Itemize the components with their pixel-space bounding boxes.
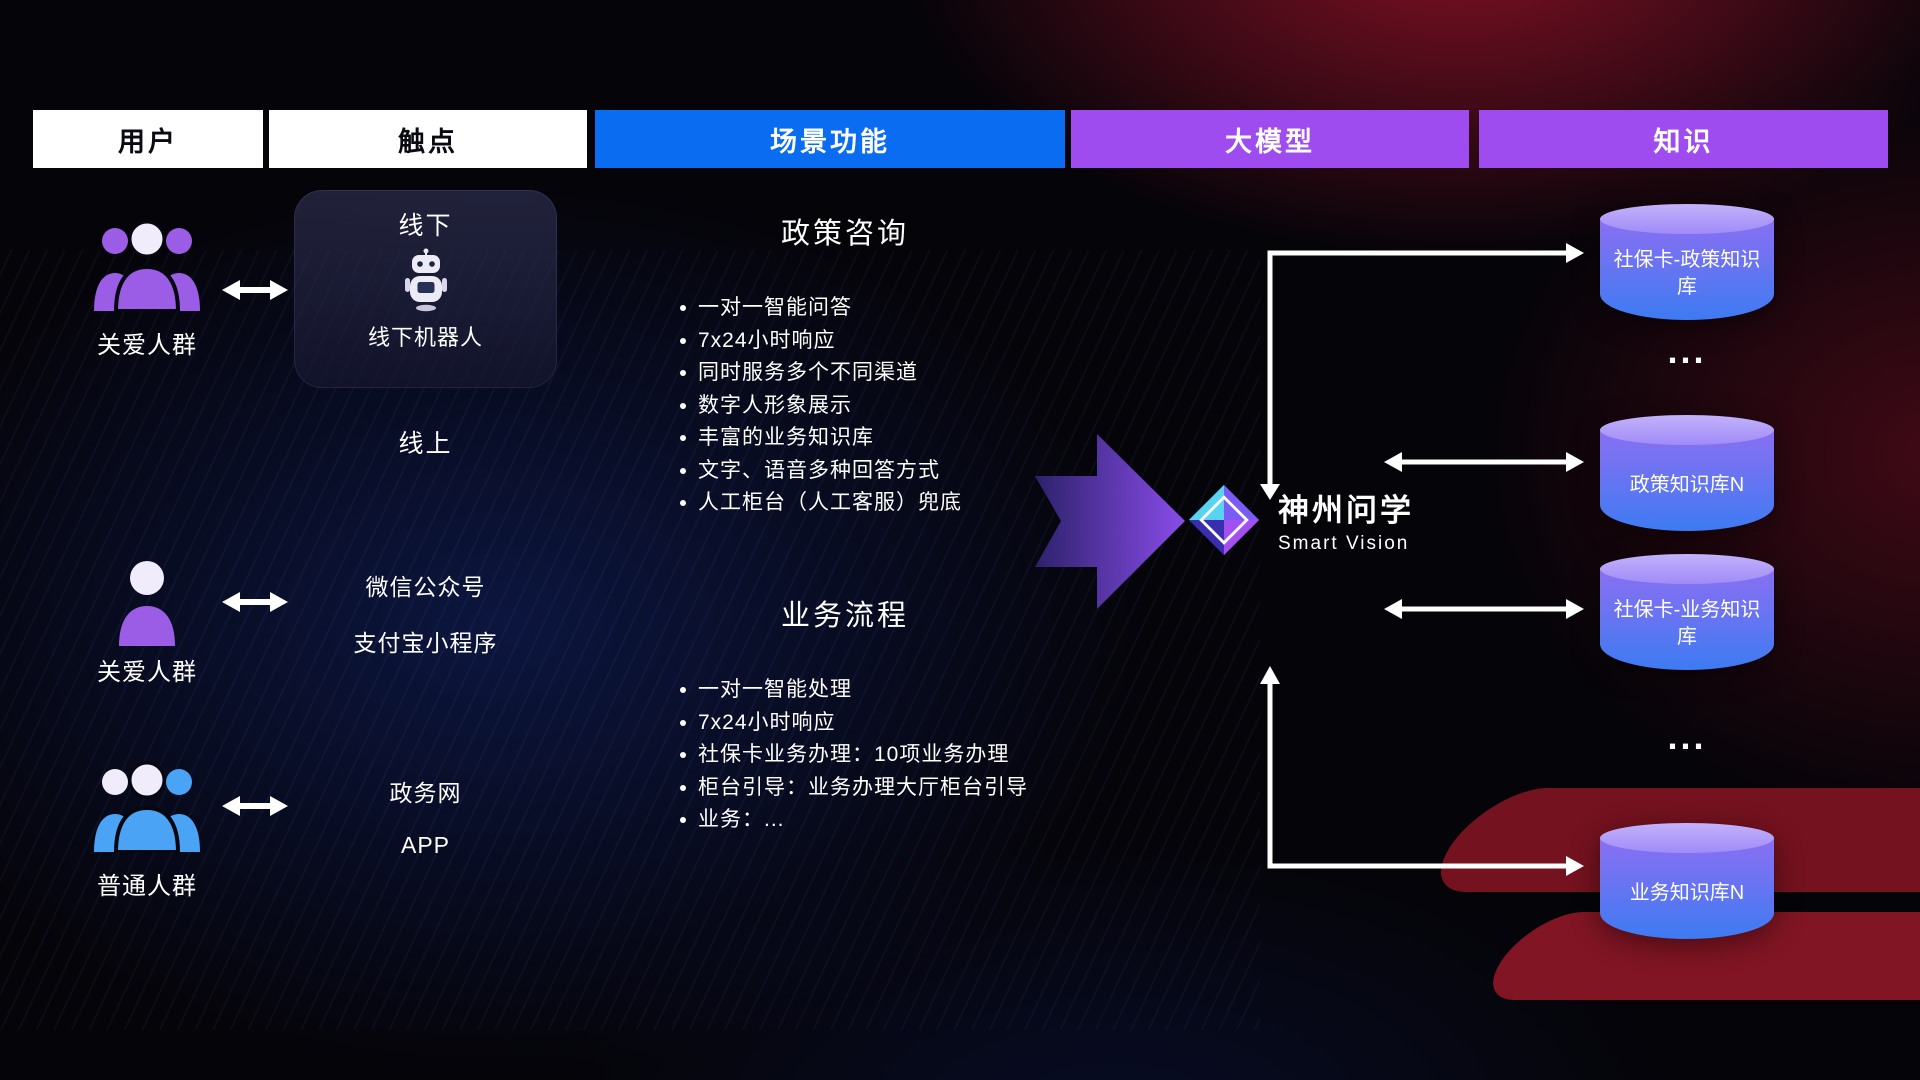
scene-bullet-item: 社保卡业务办理：10项业务办理 bbox=[678, 739, 1060, 772]
header-knowledge: 知识 bbox=[1479, 110, 1888, 168]
scene-bullet-item: 文字、语音多种回答方式 bbox=[678, 455, 1060, 488]
cylinder-top bbox=[1600, 204, 1774, 234]
header-touchpoints: 触点 bbox=[269, 110, 587, 168]
channel-app: APP bbox=[400, 832, 451, 858]
header-users: 用户 bbox=[33, 110, 263, 168]
scene-bullet-item: 丰富的业务知识库 bbox=[678, 422, 1060, 455]
scene-bullet-item: 一对一智能处理 bbox=[678, 674, 1060, 707]
knowledge-db-label: 社保卡-政策知识库 bbox=[1613, 249, 1761, 298]
user-block-care-person: 关爱人群 bbox=[72, 556, 222, 687]
user-block-general-group: 普通人群 bbox=[72, 752, 222, 901]
knowledge-db-label: 业务知识库N bbox=[1629, 881, 1745, 904]
offline-title: 线下 bbox=[398, 212, 453, 240]
scene-bullet-item: 7x24小时响应 bbox=[678, 707, 1060, 740]
scene-bullet-item: 同时服务多个不同渠道 bbox=[678, 357, 1060, 390]
user-label: 关爱人群 bbox=[97, 332, 197, 359]
people-group-icon bbox=[94, 220, 200, 311]
channel-wechat: 微信公众号 bbox=[365, 574, 486, 600]
diagonal-lines-texture bbox=[0, 250, 1260, 1030]
knowledge-db-label: 政策知识库N bbox=[1629, 473, 1745, 496]
channel-gov-web: 政务网 bbox=[389, 780, 462, 806]
scene-bullet-list: 一对一智能问答 7x24小时响应 同时服务多个不同渠道 数字人形象展示 丰富的业… bbox=[678, 292, 1060, 520]
knowledge-db-business-n: 业务知识库N bbox=[1600, 823, 1774, 939]
user-block-care-group: 关爱人群 bbox=[72, 211, 222, 360]
diamond-logo-icon bbox=[1188, 484, 1260, 556]
model-logo-block: 神州问学 Smart Vision bbox=[1186, 482, 1414, 558]
offline-touchpoint-panel: 线下 线下机器人 bbox=[294, 190, 557, 388]
knowledge-db-business-social-card: 社保卡-业务知识库 bbox=[1600, 554, 1774, 670]
people-group-icon bbox=[94, 761, 200, 852]
cylinder-body bbox=[1600, 429, 1774, 531]
scene-bullet-item: 一对一智能问答 bbox=[678, 292, 1060, 325]
flow-arrow-icon bbox=[1035, 434, 1185, 609]
header-scene-functions: 场景功能 bbox=[595, 110, 1065, 168]
model-name: 神州问学 bbox=[1278, 493, 1414, 528]
knowledge-db-label: 社保卡-业务知识库 bbox=[1613, 599, 1761, 648]
scene-policy-consulting: 政策咨询 一对一智能问答 7x24小时响应 同时服务多个不同渠道 数字人形象展示… bbox=[630, 210, 1060, 520]
cylinder-body bbox=[1600, 837, 1774, 939]
cylinder-body bbox=[1600, 218, 1774, 320]
scene-bullet-item: 人工柜台（人工客服）兜底 bbox=[678, 487, 1060, 520]
scene-bullet-item: 柜台引导：业务办理大厅柜台引导 bbox=[678, 772, 1060, 805]
cylinder-top bbox=[1600, 554, 1774, 584]
knowledge-db-policy-social-card: 社保卡-政策知识库 bbox=[1600, 204, 1774, 320]
user-label: 普通人群 bbox=[97, 873, 197, 900]
online-title: 线上 bbox=[398, 430, 453, 458]
knowledge-ellipsis: ... bbox=[1667, 716, 1707, 757]
scene-bullet-item: 7x24小时响应 bbox=[678, 325, 1060, 358]
model-subtitle: Smart Vision bbox=[1278, 533, 1410, 554]
scene-bullet-item: 数字人形象展示 bbox=[678, 390, 1060, 423]
scene-title: 政策咨询 bbox=[780, 218, 909, 250]
robot-icon bbox=[404, 248, 447, 312]
scene-title: 业务流程 bbox=[780, 600, 909, 632]
channel-alipay: 支付宝小程序 bbox=[353, 630, 498, 656]
scene-business-process: 业务流程 一对一智能处理 7x24小时响应 社保卡业务办理：10项业务办理 柜台… bbox=[630, 592, 1060, 837]
model-text: 神州问学 Smart Vision bbox=[1278, 485, 1414, 555]
knowledge-ellipsis: ... bbox=[1667, 330, 1707, 371]
cylinder-body bbox=[1600, 568, 1774, 670]
offline-robot-label: 线下机器人 bbox=[367, 325, 483, 350]
scene-bullet-list: 一对一智能处理 7x24小时响应 社保卡业务办理：10项业务办理 柜台引导：业务… bbox=[678, 674, 1060, 837]
knowledge-db-policy-n: 政策知识库N bbox=[1600, 415, 1774, 531]
cylinder-top bbox=[1600, 823, 1774, 853]
cylinder-top bbox=[1600, 415, 1774, 445]
user-label: 关爱人群 bbox=[97, 659, 197, 686]
person-icon bbox=[119, 561, 175, 646]
scene-bullet-item: 业务：... bbox=[678, 804, 1060, 837]
header-large-model: 大模型 bbox=[1071, 110, 1469, 168]
